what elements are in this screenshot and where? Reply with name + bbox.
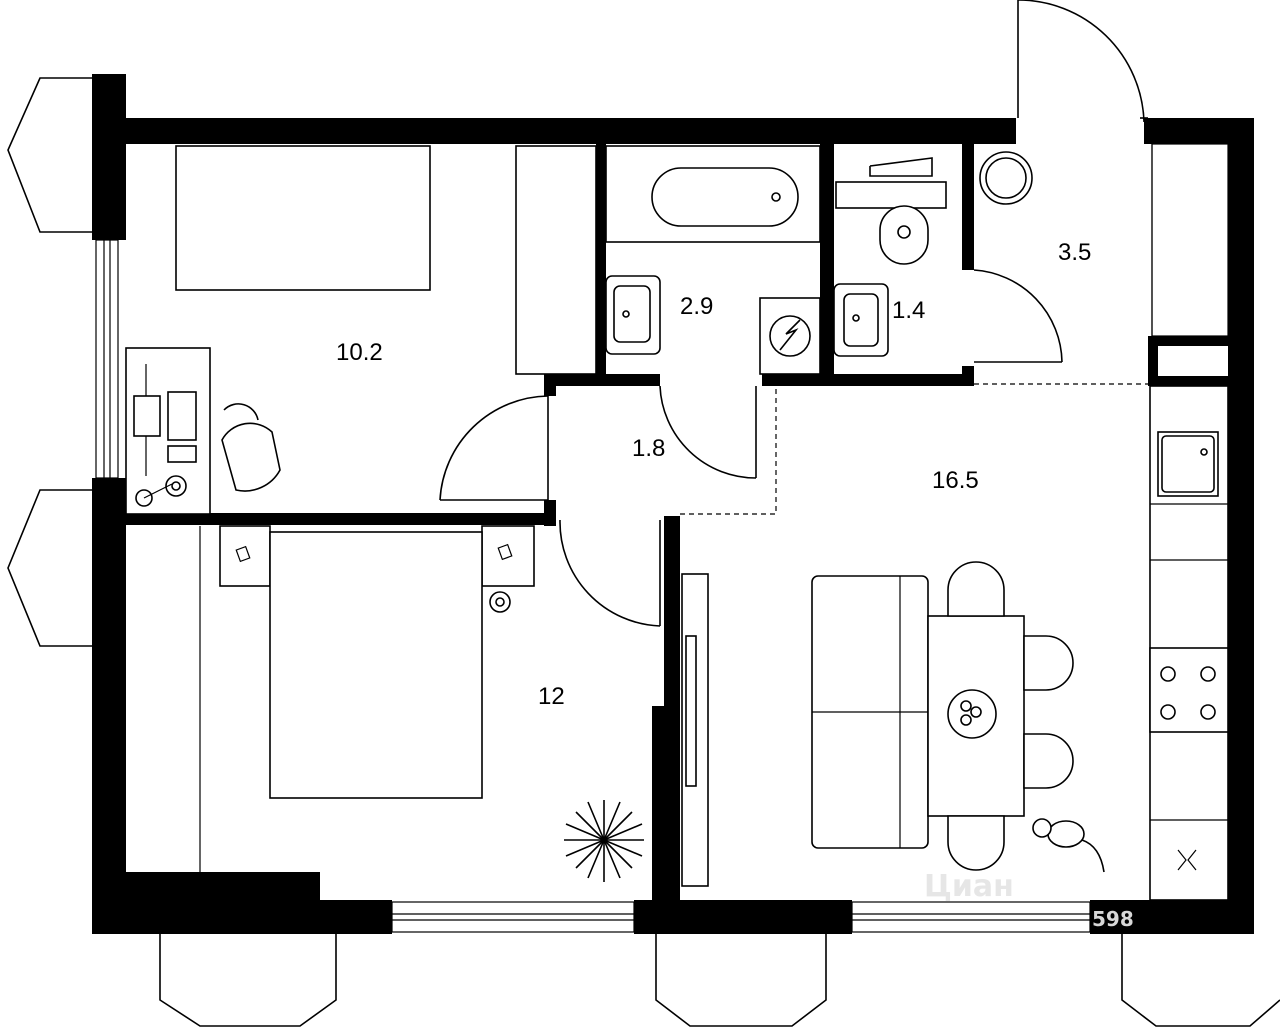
room-labels: 10.2 2.9 1.4 3.5 1.8 16.5 12 xyxy=(336,239,1091,710)
plant-icon xyxy=(564,800,644,882)
area-label-entry-hall: 3.5 xyxy=(1058,239,1091,266)
watermark: Циан 598 xyxy=(924,869,1134,931)
entry-hall-fixtures xyxy=(979,151,1033,205)
living-kitchen-furniture xyxy=(811,385,1229,901)
area-label-bedroom-small: 10.2 xyxy=(336,339,383,366)
windows xyxy=(95,143,1229,933)
area-label-toilet: 1.4 xyxy=(892,297,925,324)
zone-dividers xyxy=(680,383,1148,515)
bathroom-fixtures xyxy=(605,145,821,375)
toilet-fixtures xyxy=(833,157,947,357)
interior-doors xyxy=(439,269,1063,627)
cat-icon xyxy=(1032,818,1105,873)
bedroom-main-furniture xyxy=(199,525,709,887)
balcony-outlines xyxy=(7,77,1280,1027)
walls xyxy=(92,74,1254,934)
area-label-bathroom: 2.9 xyxy=(680,293,713,320)
bedroom-small-furniture xyxy=(125,145,597,515)
watermark-brand: Циан xyxy=(924,869,1014,904)
watermark-code: 598 xyxy=(1092,907,1134,931)
area-label-corridor: 1.8 xyxy=(632,435,665,462)
entrance-door xyxy=(1017,0,1148,123)
area-label-bedroom-main: 12 xyxy=(538,683,565,710)
area-label-living-kitchen: 16.5 xyxy=(932,467,979,494)
